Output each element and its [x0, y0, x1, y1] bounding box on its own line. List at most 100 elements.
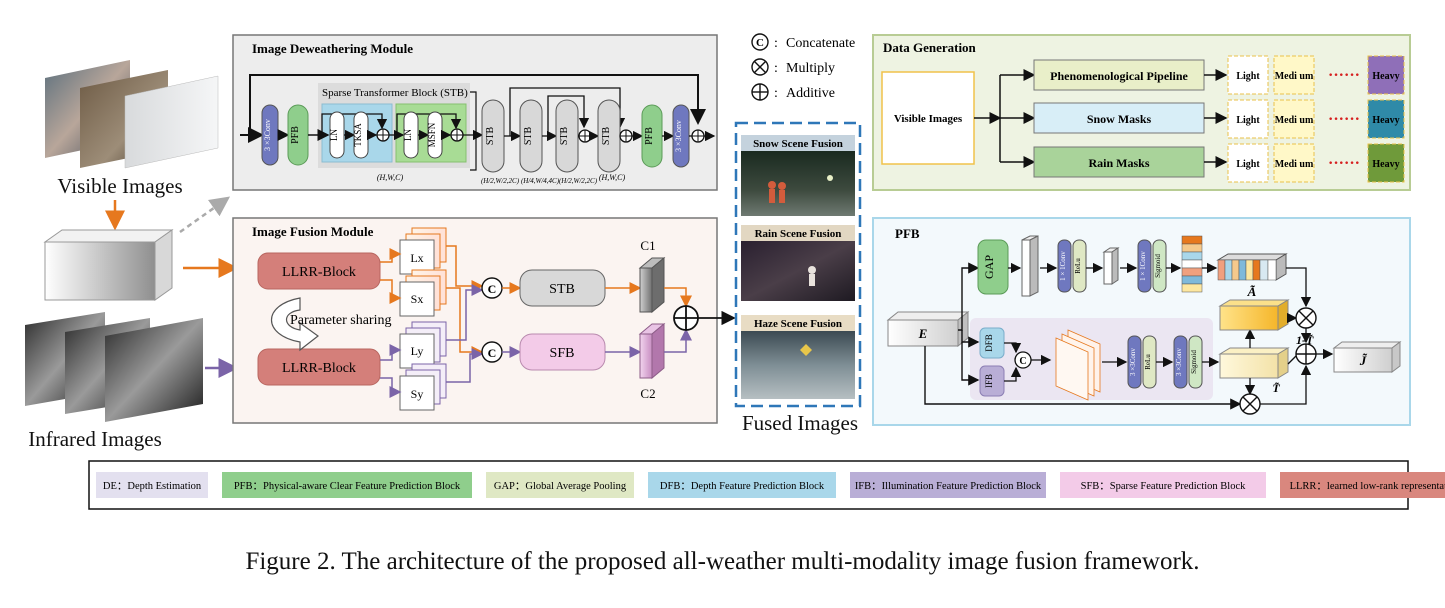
- svg-text:Light: Light: [1236, 159, 1260, 170]
- legend-multiply: Multiply: [786, 61, 835, 76]
- fused-images-label: Fused Images: [742, 411, 858, 435]
- svg-text:(H/2,W/2,2C): (H/2,W/2,2C): [481, 177, 520, 185]
- svg-text:LLRR-Block: LLRR-Block: [282, 361, 356, 376]
- add-op-stb-1: [376, 128, 390, 142]
- ln-block-1: LN: [329, 111, 345, 159]
- svg-text:3 ×3Conv: 3 ×3Conv: [1129, 348, 1137, 376]
- conv3x3-pfb-a: 3 ×3Conv: [1127, 335, 1142, 389]
- svg-text:T̃: T̃: [1272, 381, 1280, 395]
- svg-text:C1: C1: [640, 238, 655, 253]
- svg-text:······: ······: [1328, 111, 1360, 128]
- concat-op-top: C: [481, 277, 503, 299]
- svg-text:······: ······: [1328, 155, 1360, 172]
- llrr-block-top: LLRR-Block: [257, 252, 381, 290]
- sigmoid-b: Sigmoid: [1188, 335, 1203, 389]
- haze-fusion-result: Haze Scene Fusion: [741, 315, 855, 399]
- one-minus-t-feature: [1218, 299, 1290, 331]
- pipeline-phenomenological: Phenomenological Pipeline: [1033, 59, 1205, 91]
- datagen-source: Visible Images: [881, 71, 975, 165]
- fused-images-panel: [734, 121, 862, 408]
- abbrev-text: PFB：Physical-aware Clear Feature Predict…: [234, 481, 461, 492]
- svg-text:Rain Masks: Rain Masks: [1088, 156, 1149, 170]
- svg-text:1 × 1Conv: 1 × 1Conv: [1059, 251, 1067, 281]
- abbrev-chip: IFB：Illumination Feature Prediction Bloc…: [850, 472, 1046, 498]
- svg-text:ReLu: ReLu: [1074, 258, 1082, 274]
- svg-text:Haze Scene Fusion: Haze Scene Fusion: [754, 318, 842, 330]
- llrr-block-bottom: LLRR-Block: [257, 348, 381, 386]
- svg-text:Phenomenological Pipeline: Phenomenological Pipeline: [1050, 69, 1188, 83]
- abbrev-chip: DE：Depth Estimation: [96, 472, 208, 498]
- j-tilde-feature: J̃: [1332, 341, 1402, 373]
- svg-text:E: E: [918, 326, 928, 341]
- abbrev-text: IFB：Illumination Feature Prediction Bloc…: [855, 481, 1042, 492]
- feature-cube: [43, 229, 174, 301]
- sx-feature: Sx: [399, 269, 447, 317]
- stb-1: STB: [481, 99, 505, 173]
- visible-images-label: Visible Images: [57, 174, 182, 198]
- abbrev-text: DE：Depth Estimation: [103, 481, 202, 492]
- svg-text:Sx: Sx: [411, 292, 424, 306]
- conv1x1-a: 1 × 1Conv: [1057, 239, 1072, 293]
- sigmoid-a: Sigmoid: [1152, 239, 1167, 293]
- svg-text:ReLu: ReLu: [1144, 354, 1152, 370]
- concat-op-bottom: C: [481, 341, 503, 363]
- snow-fusion-result: Snow Scene Fusion: [741, 135, 855, 216]
- add-op-stb-2: [450, 128, 464, 142]
- svg-text:SFB: SFB: [550, 346, 575, 361]
- legend-concatenate: Concatenate: [786, 36, 855, 51]
- ops-legend: C : Concatenate : Multiply : Additive: [751, 33, 855, 101]
- level-row-2: Light Medi um ······ Heavy: [1227, 99, 1405, 139]
- concat-op-pfb: C: [1014, 351, 1032, 369]
- ly-feature: Ly: [399, 321, 447, 369]
- gap-feature: [1021, 235, 1039, 297]
- svg-text:Light: Light: [1236, 115, 1260, 126]
- svg-text:IFB: IFB: [984, 374, 994, 388]
- multiply-op-b: [1239, 393, 1261, 415]
- concat-feature-stack: [1055, 329, 1101, 401]
- svg-text:Light: Light: [1236, 71, 1260, 82]
- svg-text:PFB: PFB: [290, 126, 301, 144]
- level-row-3: Light Medi um ······ Heavy: [1227, 143, 1405, 183]
- abbrev-text: SFB：Sparse Feature Prediction Block: [1081, 481, 1247, 492]
- svg-text:Heavy: Heavy: [1372, 71, 1399, 82]
- svg-text:C: C: [756, 37, 764, 49]
- add-op-output: [691, 129, 705, 143]
- pfb-title: PFB: [895, 226, 920, 241]
- conv3x3-right: 3 ×3Conv: [672, 104, 690, 168]
- svg-text:Sy: Sy: [411, 387, 424, 401]
- svg-text:(H,W,C): (H,W,C): [377, 173, 404, 182]
- relu-b: ReLu: [1142, 335, 1157, 389]
- abbrev-text: DFB：Depth Feature Prediction Block: [660, 481, 825, 492]
- abbrev-chip: DFB：Depth Feature Prediction Block: [648, 472, 836, 498]
- tksa-block: TKSA: [353, 111, 369, 159]
- deweather-global-skip: [249, 74, 706, 135]
- svg-text:PFB: PFB: [644, 127, 655, 145]
- fusion-title: Image Fusion Module: [252, 224, 374, 239]
- stb-title: Sparse Transformer Block (STB): [322, 87, 468, 99]
- svg-text:Medi um: Medi um: [1275, 159, 1314, 170]
- gap-block: GAP: [977, 239, 1009, 295]
- multiply-op-a: [1295, 307, 1317, 329]
- svg-text:Visible Images: Visible Images: [894, 113, 963, 125]
- svg-text:STB: STB: [485, 127, 496, 146]
- visible-image-stack: [45, 60, 219, 169]
- svg-text:Medi um: Medi um: [1275, 71, 1314, 82]
- infrared-images-label: Infrared Images: [28, 427, 162, 451]
- svg-text:Lx: Lx: [410, 251, 423, 265]
- c1-feature: [638, 256, 666, 314]
- add-op-pfb: [1295, 343, 1317, 365]
- add-op-chain-1: [578, 129, 592, 143]
- conv3x3-left: 3 ×3Conv: [261, 104, 279, 166]
- deweathering-title: Image Deweathering Module: [252, 41, 413, 56]
- msfn-block: MSFN: [427, 111, 443, 159]
- add-op-fusion: [673, 305, 699, 331]
- svg-text:LN: LN: [403, 129, 413, 141]
- svg-text:(H/4,W/4,4C): (H/4,W/4,4C): [521, 177, 560, 185]
- svg-text:Snow Masks: Snow Masks: [1087, 112, 1152, 126]
- parameter-sharing-arrow: [271, 297, 320, 352]
- svg-text:Medi um: Medi um: [1275, 115, 1314, 126]
- svg-text:1 × 1Conv: 1 × 1Conv: [1139, 251, 1147, 281]
- svg-text:MSFN: MSFN: [427, 122, 437, 147]
- lx-feature: Lx: [399, 227, 447, 275]
- pipeline-snow-masks: Snow Masks: [1033, 102, 1205, 134]
